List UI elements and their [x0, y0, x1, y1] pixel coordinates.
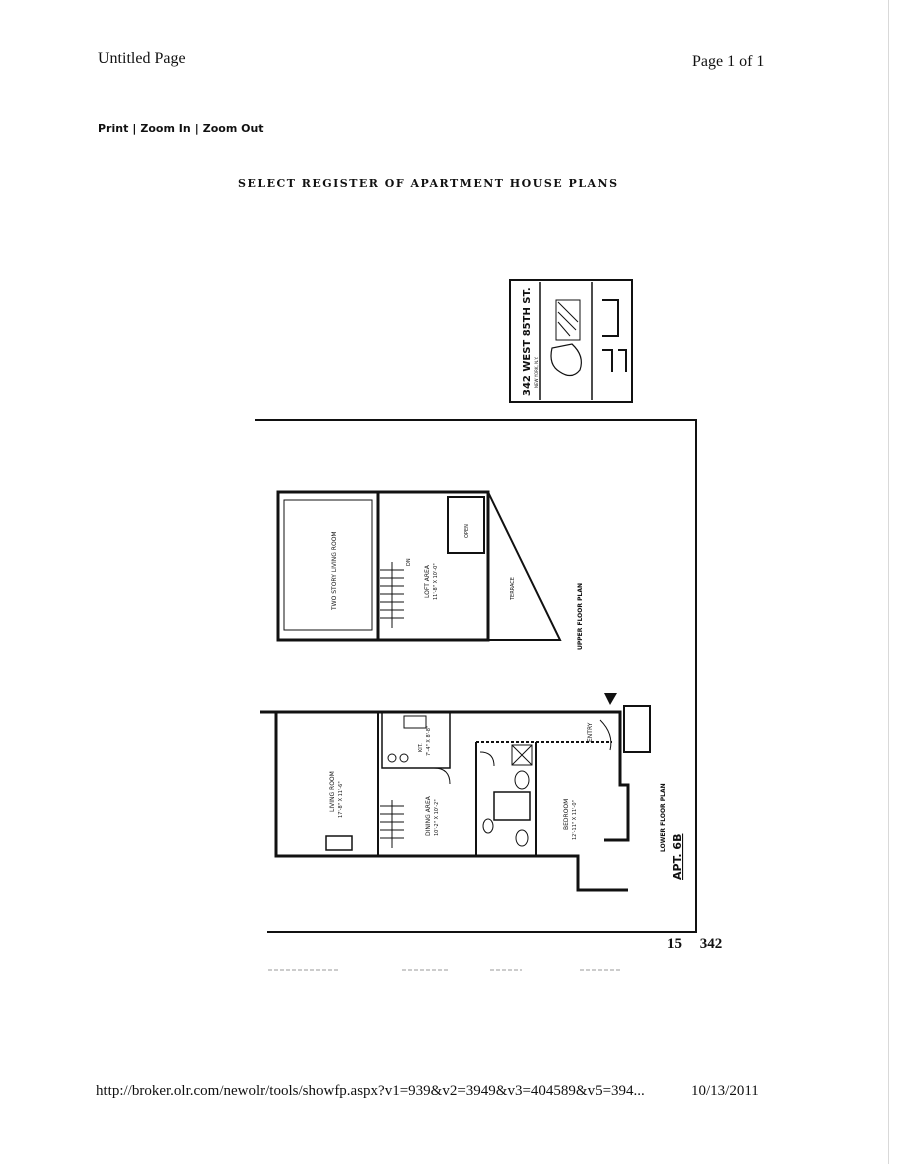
- location-key-box: 342 WEST 85TH ST. NEW YORK, N.Y.: [509, 279, 633, 403]
- room-dimension: 7'-4" X 8'-8": [426, 726, 432, 756]
- room-label: OPEN: [464, 524, 470, 538]
- room-label: DINING AREA: [425, 795, 432, 836]
- room-dimension: 12'-11" X 11'-0": [572, 800, 578, 840]
- floor-plan-label: LOWER FLOOR PLAN: [660, 783, 667, 852]
- upper-floor-plan: TWO STORY LIVING ROOM LOFT AREA 11'-8" X…: [276, 490, 584, 650]
- room-label: LOFT AREA: [424, 564, 431, 598]
- entry-arrow-icon: [604, 693, 617, 705]
- floor-plan-label: UPPER FLOOR PLAN: [577, 583, 584, 650]
- page-number: Page 1 of 1: [692, 53, 765, 70]
- page-title: Untitled Page: [98, 50, 186, 67]
- footer-date: 10/13/2011: [691, 1083, 759, 1099]
- separator: |: [194, 122, 199, 135]
- location-street: 342 WEST 85TH ST.: [522, 287, 533, 396]
- room-label: BEDROOM: [563, 799, 570, 830]
- room-dimension: 11'-8" X 10'-0": [433, 563, 439, 600]
- scan-edge: [888, 0, 889, 1164]
- location-city: NEW YORK, N.Y.: [534, 357, 539, 388]
- zoom-out-link[interactable]: Zoom Out: [202, 122, 264, 135]
- room-label: TERRACE: [510, 577, 516, 601]
- plan-number: 15 342: [667, 936, 723, 952]
- separator: |: [132, 122, 137, 135]
- room-label: ENTRY: [587, 722, 594, 742]
- document-heading: SELECT REGISTER OF APARTMENT HOUSE PLANS: [238, 177, 619, 190]
- room-dimension: 17'-8" X 11'-6": [338, 781, 344, 818]
- print-link[interactable]: Print: [98, 122, 129, 135]
- room-label: KIT.: [418, 743, 424, 752]
- toolbar: Print|Zoom In|Zoom Out: [98, 122, 264, 135]
- lower-floor-plan: LIVING ROOM 17'-8" X 11'-6" DINING AREA …: [260, 693, 684, 892]
- stair-label: DN: [406, 558, 412, 566]
- room-label: LIVING ROOM: [329, 771, 336, 812]
- room-dimension: 10'-2" X 10'-2": [434, 799, 440, 836]
- room-label: TWO STORY LIVING ROOM: [331, 531, 338, 611]
- apartment-label: APT. 6B: [671, 834, 684, 880]
- page-frame: [255, 419, 697, 933]
- footer-url: http://broker.olr.com/newolr/tools/showf…: [96, 1083, 645, 1099]
- zoom-in-link[interactable]: Zoom In: [140, 122, 191, 135]
